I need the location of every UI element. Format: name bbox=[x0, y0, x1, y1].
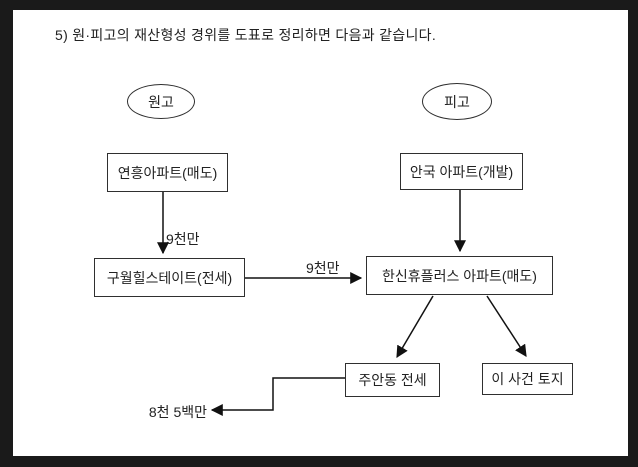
actor-defendant-ellipse: 피고 bbox=[422, 83, 492, 120]
node-anguk-label: 안국 아파트(개발) bbox=[409, 163, 514, 180]
node-hanshin-hueplus-apartment: 한신휴플러스 아파트(매도) bbox=[366, 256, 553, 295]
edge-label-90million-vertical: 9천만 bbox=[166, 231, 200, 247]
edge-label-90million-horizontal: 9천만 bbox=[306, 260, 340, 276]
arrow-juandong-to-85million bbox=[210, 377, 345, 416]
actor-defendant-label: 피고 bbox=[444, 93, 470, 110]
node-guwol-label: 구월힐스테이트(전세) bbox=[106, 269, 233, 286]
node-yeonheung-label: 연흥아파트(매도) bbox=[117, 164, 218, 181]
node-case-land: 이 사건 토지 bbox=[482, 363, 573, 395]
edge-label-85million: 8천 5백만 bbox=[148, 404, 207, 420]
node-guwol-hillstate: 구월힐스테이트(전세) bbox=[94, 258, 245, 297]
node-juan-label: 주안동 전세 bbox=[358, 372, 427, 388]
node-hanshin-label: 한신휴플러스 아파트(매도) bbox=[382, 267, 537, 284]
actor-plaintiff-label: 원고 bbox=[148, 93, 174, 110]
node-yeonheung-apartment: 연흥아파트(매도) bbox=[107, 153, 228, 192]
arrow-hanshin-to-land bbox=[486, 295, 527, 358]
arrow-hanshin-to-juandong bbox=[396, 295, 434, 359]
node-anguk-apartment: 안국 아파트(개발) bbox=[400, 153, 523, 190]
actor-plaintiff-ellipse: 원고 bbox=[127, 84, 195, 119]
node-juandong-jeonse: 주안동 전세 bbox=[345, 363, 440, 397]
node-land-label: 이 사건 토지 bbox=[491, 371, 564, 387]
section-title: 5) 원·피고의 재산형성 경위를 도표로 정리하면 다음과 같습니다. bbox=[55, 27, 437, 43]
